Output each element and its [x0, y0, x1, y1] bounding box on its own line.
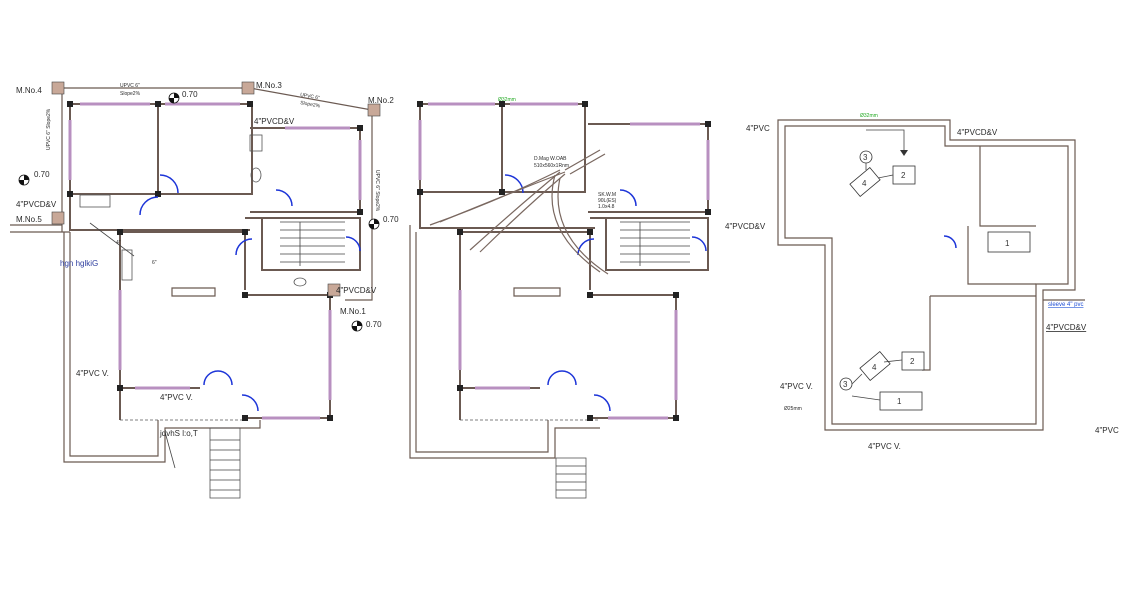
pipe-pvcdv-right: 4"PVCD&V — [336, 286, 377, 295]
columns-left — [67, 101, 363, 421]
kitchen-counter — [171, 287, 216, 297]
wall-mid-left-mid — [419, 192, 595, 229]
pipe-right-bottom: 4"PVC V. — [868, 442, 901, 451]
upper-diamond-label: 4 — [862, 179, 867, 188]
mid-box-1 — [987, 231, 1031, 253]
plan-right: 3 4 2 1 3 4 2 1 Ø32mm 4"PVC 4"PVCD&V 4"P… — [725, 113, 1119, 451]
pipe-pvcdv-top: 4"PVCD&V — [254, 117, 295, 126]
wall-top-right-block — [250, 127, 361, 213]
pipe-top-upvc: UPVC 6" — [120, 83, 140, 89]
upper-square-label: 2 — [901, 171, 906, 180]
wall-stair-mid — [590, 217, 709, 271]
plan-middle: Ø32mm D.Mag W.OAB 510x560x1Rnm SK.W.M 90… — [409, 97, 711, 499]
pipe-small-4: 4" — [116, 240, 121, 246]
entrance-steps-mid — [555, 457, 587, 499]
right-top-label: Ø32mm — [860, 113, 878, 119]
mid-top-label: Ø32mm — [498, 97, 516, 103]
wall-living — [120, 231, 246, 290]
pipe-top-right-slope: Slope2% — [300, 100, 321, 109]
pipe-right-right: 4"PVCD&V — [1046, 323, 1087, 332]
mid-soak-label-1: SK.W.M — [598, 192, 616, 198]
kitchen-counter-mid — [513, 287, 561, 297]
drain-pipe-left — [63, 232, 261, 463]
pipe-pvcdv-left: 4"PVCD&V — [16, 200, 57, 209]
wall-top-left-block — [69, 103, 253, 195]
mid-tank-label-1: D.Mag W.OAB — [534, 156, 567, 162]
lower-square-label: 2 — [910, 357, 915, 366]
right-size-note: Ø25mm — [784, 406, 802, 412]
bathroom-fixtures-left — [79, 134, 307, 287]
schematic-outer — [777, 119, 1076, 431]
markers-left — [51, 81, 381, 297]
pipe-pvc-v-bottom: 4"PVC V. — [160, 393, 193, 402]
columns-mid — [417, 101, 711, 421]
schematic-lower-branch — [922, 295, 1036, 371]
entrance-steps — [209, 427, 241, 499]
marker-m5-label: M.No.5 — [16, 215, 42, 224]
mid-soak-label-3: 1.0x4.8 — [598, 204, 615, 210]
marker-m3-label: M.No.3 — [256, 81, 282, 90]
mid-box-unit: 1 — [943, 231, 1031, 253]
mid-tank-label-2: 510x560x1Rnm — [534, 163, 569, 169]
pipe-right-top-left: 4"PVC — [746, 124, 770, 133]
pipe-top-right-upvc: UPVC 6" — [300, 92, 321, 101]
leader-line — [164, 431, 176, 469]
mid-box-label: 1 — [1005, 239, 1010, 248]
doors-left — [139, 174, 361, 412]
windows-mid — [418, 102, 710, 420]
piping-to-tank — [429, 149, 609, 275]
marker-m2-label: M.No.2 — [368, 96, 394, 105]
lower-box-1 — [879, 391, 923, 411]
pipe-right-far-right: 4"PVC — [1095, 426, 1119, 435]
doors-mid — [504, 174, 707, 412]
leader-line-2 — [89, 222, 135, 257]
mirrored-note-2: jdvhS l:o,T — [159, 429, 198, 438]
pipe-pvc-v-left: 4"PVC V. — [76, 369, 109, 378]
lower-treatment-unit: 3 4 2 1 — [839, 350, 925, 411]
wall-stair — [245, 217, 361, 271]
wall-bottom-right — [245, 294, 331, 419]
plan-left: M.No.4 M.No.3 M.No.2 M.No.5 M.No.1 0.70 … — [10, 81, 399, 499]
pipe-right-left: 4"PVCD&V — [725, 222, 766, 231]
drain-pipe-left-inner — [69, 232, 159, 457]
drain-pipe-middle — [409, 225, 600, 459]
marker-m1-label: M.No.1 — [340, 307, 366, 316]
pipe-left-vertical: UPVC 6" Slope2% — [46, 108, 52, 150]
pipe-right-lower-left: 4"PVC V. — [780, 382, 813, 391]
mid-soak-label-2: 90L(ES) — [598, 198, 617, 204]
upper-diamond-4 — [849, 166, 881, 198]
pipe-right-top-right: 4"PVCD&V — [957, 128, 998, 137]
wall-bottom-right-mid — [590, 294, 677, 419]
mirrored-note-1: hgn hglkiG — [60, 259, 98, 268]
lower-diamond-4 — [859, 350, 891, 382]
pipe-right-sleeve: sleeve 4" pvc — [1048, 302, 1083, 308]
pipe-top-slope: Slope2% — [120, 91, 141, 97]
lower-diamond-label: 4 — [872, 363, 877, 372]
road-line — [10, 224, 70, 233]
staircase — [280, 221, 345, 266]
drain-pipe-middle-inner — [415, 232, 549, 453]
lower-box-label: 1 — [897, 397, 902, 406]
upper-treatment-unit: 3 4 2 — [849, 129, 916, 198]
lower-circle-label: 3 — [843, 380, 848, 389]
level-top: 0.70 — [182, 90, 198, 99]
staircase-mid — [620, 221, 690, 266]
pipe-right-vertical: UPVC 6" Slope2% — [374, 170, 380, 212]
schematic-upper-branch — [967, 146, 1036, 285]
marker-m4-label: M.No.4 — [16, 86, 42, 95]
level-bottom: 0.70 — [366, 320, 382, 329]
lower-square-2 — [901, 351, 925, 371]
schematic-inner — [784, 125, 1069, 425]
wall-mid-left — [69, 194, 250, 231]
windows-left — [68, 102, 362, 420]
pipe-small-6: 6" — [152, 260, 157, 266]
upper-circle-label: 3 — [863, 153, 868, 162]
level-symbols-left — [18, 92, 380, 332]
level-right: 0.70 — [383, 215, 399, 224]
level-left: 0.70 — [34, 170, 50, 179]
